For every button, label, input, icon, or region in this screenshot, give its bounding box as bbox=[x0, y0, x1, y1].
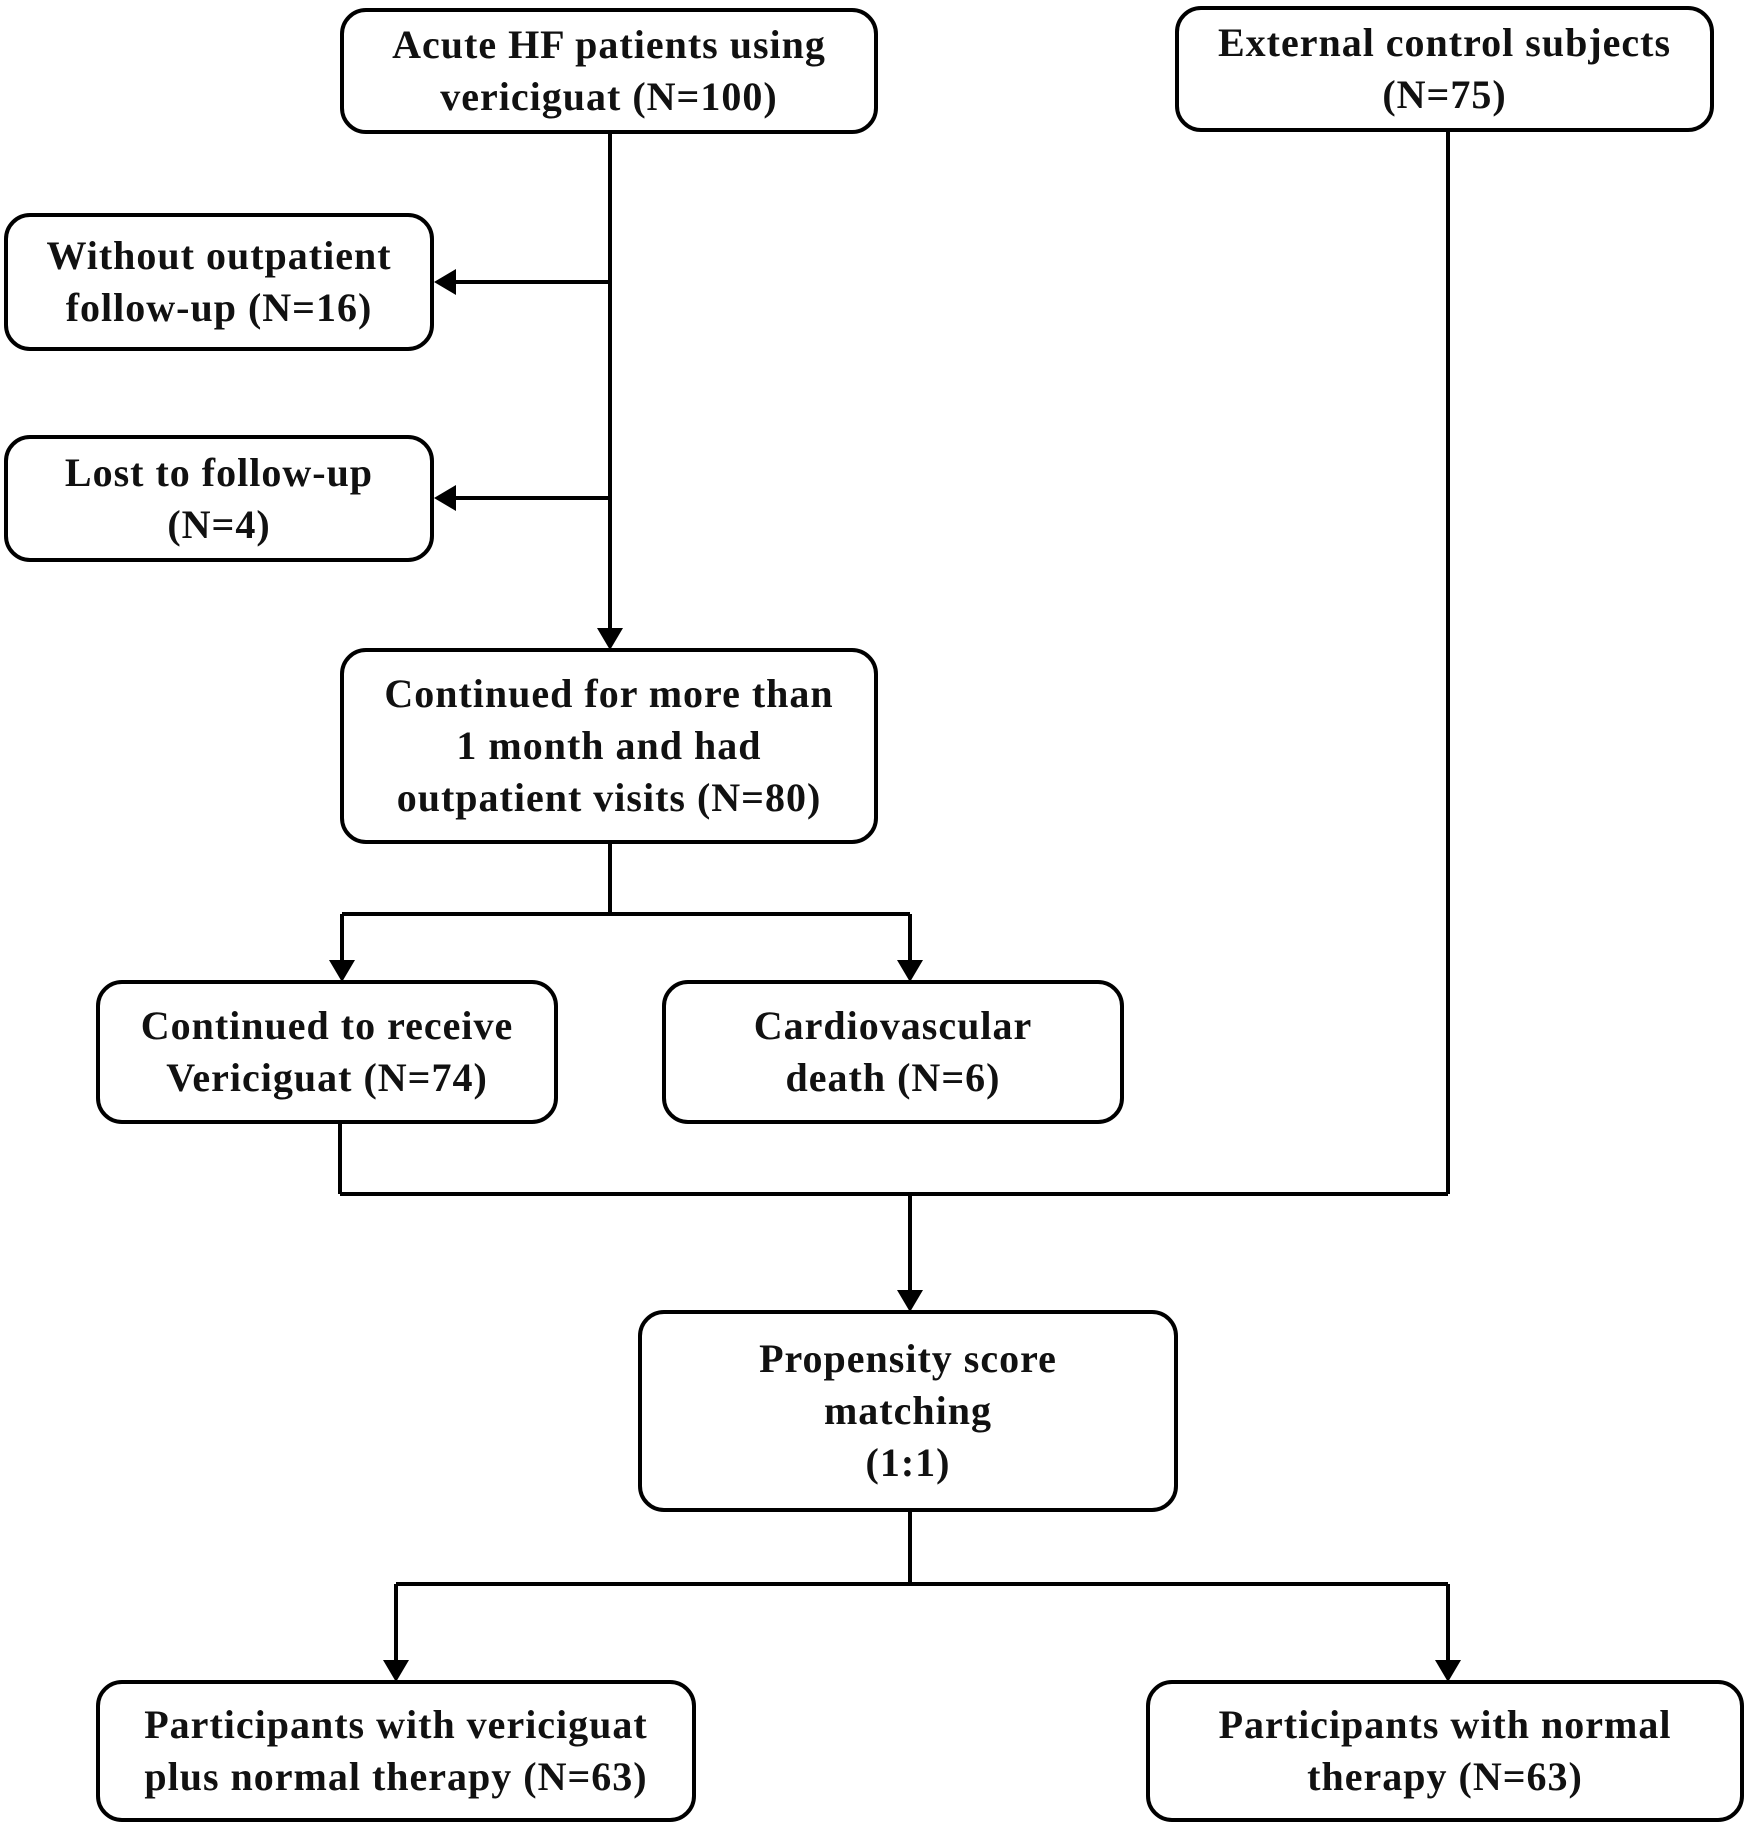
continued-month-box: Continued for more than 1 month and had … bbox=[340, 648, 878, 844]
lost-followup-box: Lost to follow-up (N=4) bbox=[4, 435, 434, 562]
box-text-line: 1 month and had bbox=[456, 723, 762, 768]
participants-normal-box: Participants with normal therapy (N=63) bbox=[1146, 1680, 1744, 1822]
arrowhead-to-participants-normal bbox=[1435, 1660, 1461, 1682]
acute-hf-patients-box: Acute HF patients using vericiguat (N=10… bbox=[340, 8, 878, 134]
box-text-line: therapy (N=63) bbox=[1307, 1754, 1583, 1799]
box-text-line: (N=4) bbox=[167, 501, 271, 547]
box-text-line: outpatient visits (N=80) bbox=[396, 775, 822, 820]
box-text-line: (N=75) bbox=[1382, 72, 1507, 117]
continued-vericiguat-box: Continued to receive Vericiguat (N=74) bbox=[96, 980, 558, 1124]
arrowhead-to-continued-vericiguat bbox=[329, 960, 355, 982]
box-text-line: (1:1) bbox=[865, 1440, 951, 1485]
box-text-line: matching bbox=[823, 1388, 992, 1433]
external-control-box: External control subjects (N=75) bbox=[1175, 6, 1714, 132]
arrowhead-to-cv-death bbox=[897, 960, 923, 982]
arrowhead-to-lost-followup bbox=[434, 485, 456, 511]
cv-death-box: Cardiovascular death (N=6) bbox=[662, 980, 1124, 1124]
box-text-line: Cardiovascular bbox=[753, 1003, 1033, 1048]
box-text-line: follow-up (N=16) bbox=[65, 285, 373, 330]
arrowhead-to-psm bbox=[897, 1290, 923, 1312]
box-text-line: Propensity score bbox=[759, 1336, 1057, 1381]
box-text-line: vericiguat (N=100) bbox=[440, 74, 778, 119]
box-text-line: Vericiguat (N=74) bbox=[166, 1055, 488, 1100]
arrowhead-to-without-followup bbox=[434, 269, 456, 295]
box-text-line: Lost to follow-up bbox=[64, 449, 374, 495]
box-text-line: Acute HF patients using bbox=[392, 22, 826, 67]
box-text-line: External control subjects bbox=[1217, 20, 1672, 65]
box-text-line: Participants with normal bbox=[1218, 1702, 1672, 1747]
box-text-line: Without outpatient bbox=[46, 233, 392, 278]
box-text-line: death (N=6) bbox=[785, 1055, 1001, 1100]
psm-box: Propensity score matching (1:1) bbox=[638, 1310, 1178, 1512]
box-text-line: Continued to receive bbox=[140, 1003, 514, 1048]
arrowhead-to-continued bbox=[597, 628, 623, 650]
box-text-line: Continued for more than bbox=[384, 671, 834, 716]
box-text-line: Participants with vericiguat bbox=[144, 1702, 648, 1747]
arrowhead-to-participants-vericiguat bbox=[383, 1660, 409, 1682]
participants-vericiguat-box: Participants with vericiguat plus normal… bbox=[96, 1680, 696, 1822]
without-followup-box: Without outpatient follow-up (N=16) bbox=[4, 213, 434, 351]
box-text-line: plus normal therapy (N=63) bbox=[144, 1754, 648, 1799]
